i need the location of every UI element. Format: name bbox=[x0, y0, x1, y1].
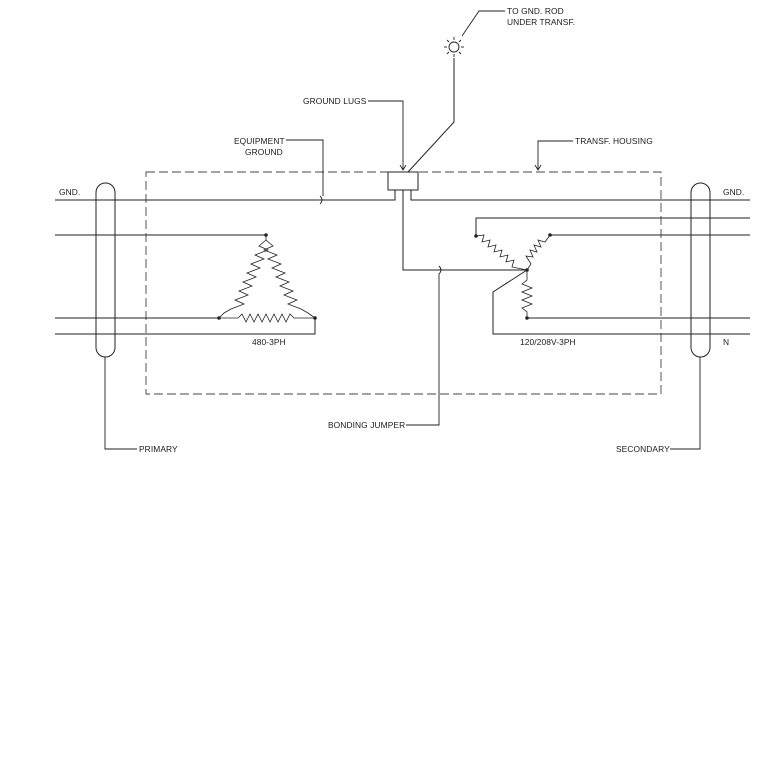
bonding-jumper-label: BONDING JUMPER bbox=[328, 420, 405, 430]
transformer-housing-label: TRANSF. HOUSING bbox=[575, 136, 653, 146]
primary-leader bbox=[104, 357, 137, 450]
delta-winding-icon bbox=[217, 233, 317, 323]
gnd-right-label: GND. bbox=[723, 187, 744, 197]
equipment-ground-leader bbox=[286, 139, 324, 196]
ground-rod-icon bbox=[444, 37, 464, 57]
primary-ground-conductor bbox=[55, 190, 396, 201]
secondary-ground-conductor bbox=[410, 190, 750, 201]
gnd-rod-label-line1: TO GND. ROD bbox=[507, 6, 564, 16]
secondary-conductor-x1 bbox=[475, 217, 750, 236]
bonding-jumper-leader bbox=[406, 274, 440, 426]
secondary-leader bbox=[670, 357, 701, 450]
secondary-raceway bbox=[690, 182, 711, 358]
bonding-jumper-tick bbox=[438, 265, 442, 275]
secondary-neutral-conductor bbox=[492, 269, 750, 335]
equipment-ground-label-line2: GROUND bbox=[245, 147, 283, 157]
primary-label: PRIMARY bbox=[139, 444, 178, 454]
gnd-rod-leader bbox=[461, 10, 505, 37]
gnd-rod-label-line2: UNDER TRANSF. bbox=[507, 17, 575, 27]
equipment-ground-label-line1: EQUIPMENT bbox=[234, 136, 285, 146]
wye-winding-icon bbox=[474, 233, 552, 320]
primary-rating-label: 480-3PH bbox=[252, 337, 286, 347]
secondary-label: SECONDARY bbox=[616, 444, 670, 454]
gnd-left-label: GND. bbox=[59, 187, 80, 197]
ground-lugs-label: GROUND LUGS bbox=[303, 96, 367, 106]
ground-lugs-block bbox=[387, 171, 419, 191]
transformer-housing-outline bbox=[145, 171, 662, 395]
primary-raceway bbox=[95, 182, 116, 358]
transformer-housing-leader bbox=[537, 140, 573, 170]
ground-lugs-leader bbox=[368, 100, 404, 170]
secondary-rating-label: 120/208V-3PH bbox=[520, 337, 576, 347]
primary-conductor-c bbox=[55, 318, 316, 335]
ground-electrode-conductor bbox=[407, 58, 455, 173]
bonding-jumper-conductor bbox=[402, 190, 527, 271]
neutral-label: N bbox=[723, 337, 729, 347]
